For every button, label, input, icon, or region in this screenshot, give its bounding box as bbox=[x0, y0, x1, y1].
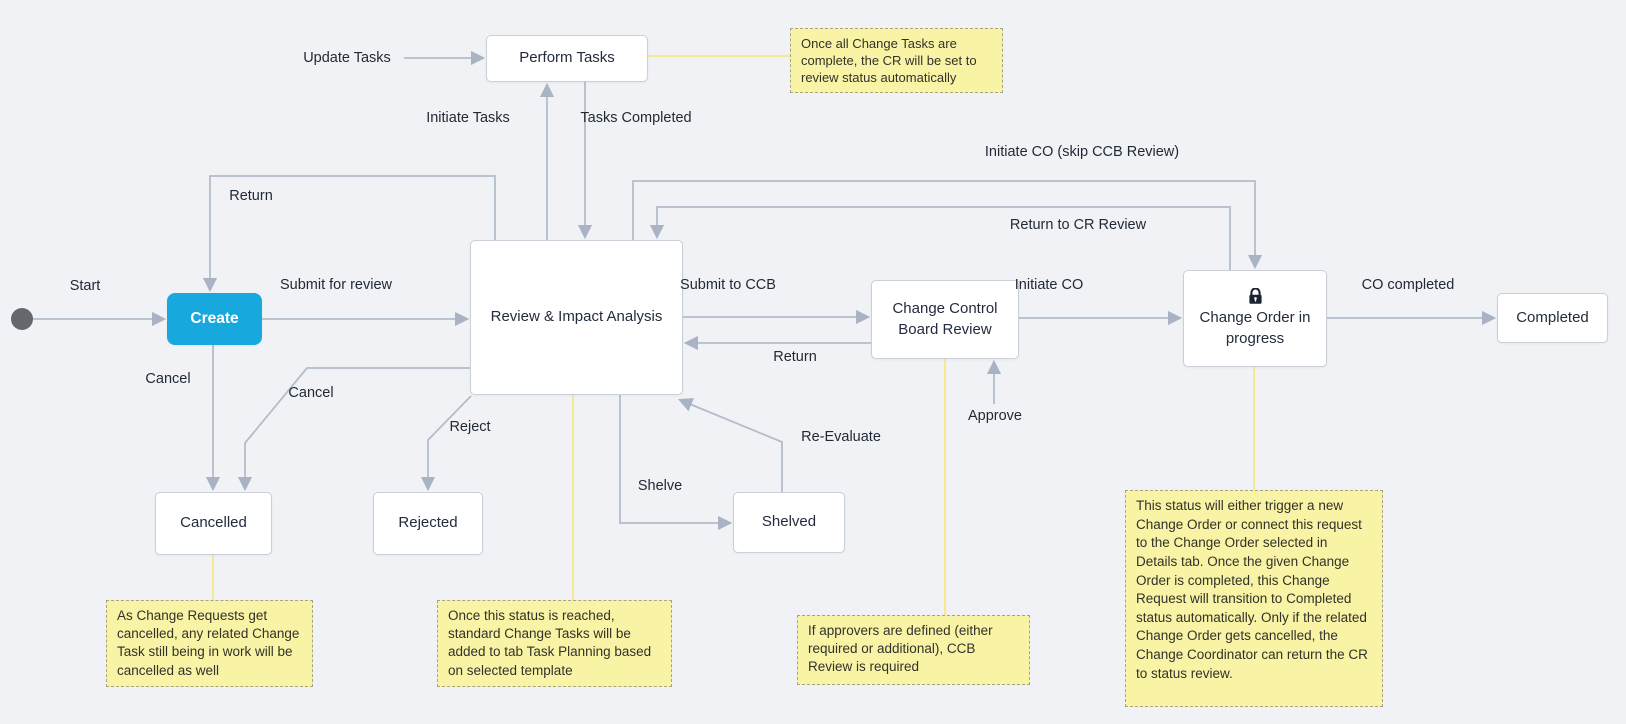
edge-label-shelve: Shelve bbox=[637, 478, 683, 494]
lock-icon bbox=[1248, 287, 1263, 305]
state-shelved[interactable]: Shelved bbox=[733, 492, 845, 553]
state-ccb-label-line2: Board Review bbox=[898, 320, 992, 338]
note-perform-tasks[interactable]: Once all Change Tasks are complete, the … bbox=[790, 28, 1003, 94]
state-shelved-label: Shelved bbox=[761, 513, 817, 531]
note-cancelled[interactable]: As Change Requests get cancelled, any re… bbox=[106, 600, 313, 687]
edge-label-cancel-from-review: Cancel bbox=[288, 385, 334, 401]
state-review-impact-analysis-label: Review & Impact Analysis bbox=[490, 308, 663, 326]
note-change-order[interactable]: This status will either trigger a new Ch… bbox=[1125, 490, 1383, 707]
state-perform-tasks-label: Perform Tasks bbox=[519, 49, 615, 67]
state-rejected[interactable]: Rejected bbox=[373, 492, 483, 555]
edge-label-start: Start bbox=[69, 278, 101, 294]
edge-label-cancel-from-create: Cancel bbox=[145, 371, 191, 387]
edge-label-tasks-completed: Tasks Completed bbox=[580, 110, 692, 126]
edge-label-return-from-ccb: Return bbox=[773, 349, 817, 365]
edge-label-initiate-co-skip: Initiate CO (skip CCB Review) bbox=[984, 144, 1180, 160]
state-change-order-in-progress[interactable]: Change Order in progress bbox=[1183, 270, 1327, 367]
edge-label-initiate-co: Initiate CO bbox=[1014, 277, 1084, 293]
state-cancelled[interactable]: Cancelled bbox=[155, 492, 272, 555]
edge-label-submit-to-ccb: Submit to CCB bbox=[680, 277, 776, 293]
edge-label-re-evaluate: Re-Evaluate bbox=[801, 429, 881, 445]
state-completed[interactable]: Completed bbox=[1497, 293, 1608, 343]
state-ccb-label-line1: Change Control bbox=[892, 300, 998, 318]
state-review-impact-analysis[interactable]: Review & Impact Analysis bbox=[470, 240, 683, 395]
state-completed-label: Completed bbox=[1516, 308, 1589, 326]
edge-reject bbox=[420, 395, 472, 492]
state-perform-tasks[interactable]: Perform Tasks bbox=[486, 35, 648, 82]
edge-label-submit-for-review: Submit for review bbox=[279, 277, 393, 293]
state-change-order-label-line1: Change Order in bbox=[1199, 309, 1311, 327]
edge-return-to-create bbox=[202, 175, 496, 293]
edge-shelve bbox=[619, 395, 733, 531]
state-cancelled-label: Cancelled bbox=[180, 514, 247, 532]
edge-cancel-from-review bbox=[237, 367, 470, 492]
edge-label-update-tasks: Update Tasks bbox=[303, 50, 391, 66]
state-change-control-board-review[interactable]: Change Control Board Review bbox=[871, 280, 1019, 359]
edge-label-return-to-create: Return bbox=[229, 188, 273, 204]
edge-label-approve: Approve bbox=[967, 408, 1023, 424]
edge-label-reject: Reject bbox=[449, 419, 491, 435]
note-ccb[interactable]: If approvers are defined (either require… bbox=[797, 615, 1030, 685]
edge-label-initiate-tasks: Initiate Tasks bbox=[426, 110, 510, 126]
edge-re-evaluate bbox=[678, 398, 783, 492]
state-create-label: Create bbox=[190, 309, 239, 327]
edge-initiate-co-skip bbox=[632, 180, 1263, 270]
state-change-order-label-line2: progress bbox=[1225, 329, 1285, 347]
state-rejected-label: Rejected bbox=[398, 514, 458, 532]
edge-return-to-cr-review bbox=[649, 206, 1231, 270]
edge-label-co-completed: CO completed bbox=[1361, 277, 1455, 293]
edge-label-return-to-cr-review: Return to CR Review bbox=[1009, 217, 1147, 233]
state-create[interactable]: Create bbox=[167, 293, 262, 345]
start-node-icon bbox=[11, 308, 33, 330]
note-review[interactable]: Once this status is reached, standard Ch… bbox=[437, 600, 672, 687]
